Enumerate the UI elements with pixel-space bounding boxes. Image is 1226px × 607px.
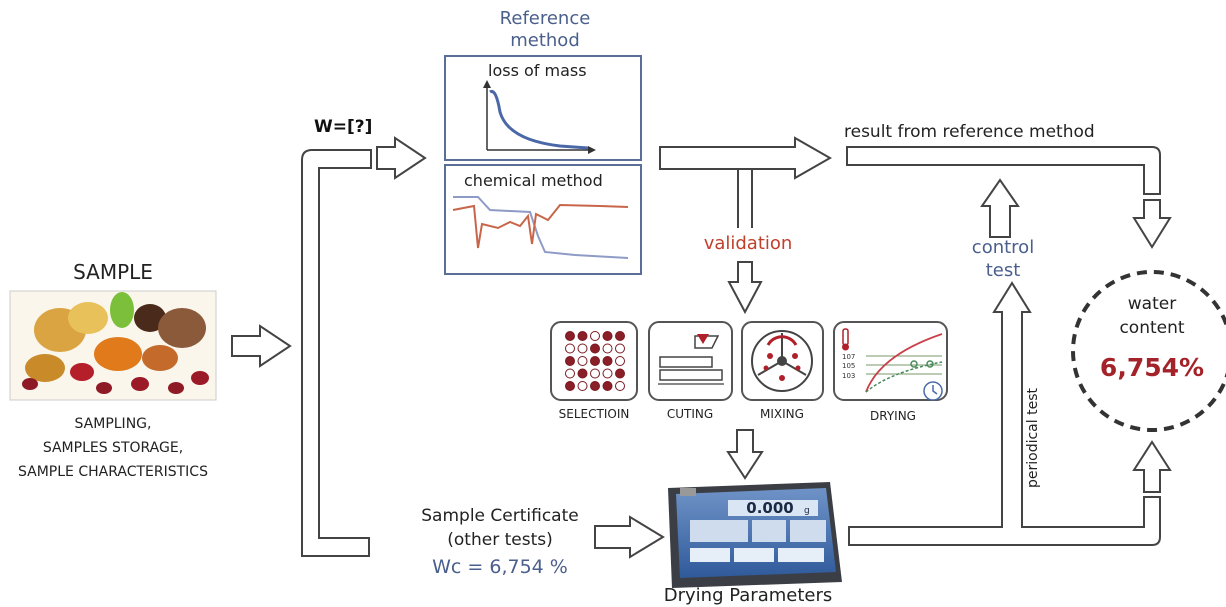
- water-content-circle: [1071, 270, 1226, 432]
- validation-label: validation: [704, 233, 793, 254]
- step-label-drying: DRYING: [870, 409, 916, 423]
- certificate-wc: Wc = 6,754 %: [432, 556, 568, 578]
- mixing-icon: [741, 321, 824, 401]
- selection-dot: [590, 356, 600, 366]
- selection-dot: [577, 368, 588, 379]
- reference-title-line1: Reference: [500, 8, 591, 29]
- selection-dot: [577, 331, 588, 341]
- arrow-validation-stem: [737, 169, 753, 228]
- selection-dot: [565, 356, 575, 366]
- certificate-line1: Sample Certificate: [421, 506, 578, 526]
- selection-dot: [590, 331, 600, 341]
- moisture-analyzer-image: [668, 482, 842, 588]
- selection-dot: [577, 356, 588, 366]
- selection-dot: [590, 343, 600, 354]
- selection-dot: [615, 381, 625, 391]
- drying-tick-107: 107: [842, 353, 855, 361]
- arrow-periodical-bracket: [848, 281, 1161, 546]
- drying-curve-icon: [833, 321, 948, 401]
- step-label-mixing: MIXING: [760, 407, 804, 421]
- arrow-sample-right: [231, 324, 292, 368]
- bracket-arrow-main: [301, 149, 372, 557]
- arrow-reference-right: [659, 136, 833, 180]
- w-unknown-label: W=[?]: [314, 117, 372, 137]
- arrow-bottom-up: [1132, 440, 1172, 493]
- selection-dot: [565, 368, 575, 379]
- device-display-value: 0.000: [746, 499, 793, 517]
- selection-grid-icon: [550, 321, 638, 401]
- certificate-line2: (other tests): [447, 530, 552, 550]
- arrow-control-up: [980, 178, 1020, 238]
- step-label-cutting: CUTING: [667, 407, 713, 421]
- selection-dot: [615, 368, 625, 379]
- selection-dot: [565, 331, 575, 341]
- selection-dot: [577, 343, 588, 354]
- arrow-result-down: [1132, 199, 1172, 249]
- control-test-line2: test: [986, 260, 1021, 281]
- arrow-validation-down: [727, 261, 763, 315]
- drying-parameters-label: Drying Parameters: [664, 585, 833, 606]
- chemical-method-label: chemical method: [464, 171, 603, 190]
- cutting-icon: [648, 321, 733, 401]
- selection-dot: [590, 368, 600, 379]
- periodical-test-label: periodical test: [1025, 388, 1041, 489]
- selection-dot: [602, 343, 613, 354]
- selection-dot: [615, 343, 625, 354]
- water-content-value: 6,754%: [1100, 353, 1204, 382]
- selection-dot: [602, 368, 613, 379]
- selection-dot: [615, 356, 625, 366]
- loss-of-mass-graph: [483, 80, 596, 154]
- selection-dot: [602, 381, 613, 391]
- sample-caption-line2: SAMPLES STORAGE,: [43, 440, 183, 456]
- water-content-line1: water: [1128, 294, 1176, 314]
- sample-caption-line1: SAMPLING,: [75, 416, 152, 432]
- dried-fruit-image: [9, 290, 217, 401]
- selection-dot: [565, 381, 575, 391]
- selection-dot: [590, 381, 600, 391]
- device-display-unit: g: [804, 506, 810, 516]
- drying-tick-105: 105: [842, 362, 855, 370]
- arrow-steps-down: [726, 429, 764, 480]
- selection-dot: [602, 356, 613, 366]
- reference-title-line2: method: [510, 30, 580, 51]
- sample-caption-line3: SAMPLE CHARACTERISTICS: [18, 464, 208, 480]
- chemical-method-graph: [452, 196, 629, 259]
- arrow-result-bracket: [846, 146, 1161, 195]
- control-test-line1: control: [972, 237, 1034, 258]
- selection-dot: [577, 381, 588, 391]
- water-content-line2: content: [1119, 318, 1184, 338]
- loss-of-mass-box: [444, 55, 642, 161]
- chemical-method-box: [444, 164, 642, 275]
- result-label: result from reference method: [844, 122, 1095, 142]
- selection-dot: [615, 331, 625, 341]
- step-label-selection: SELECTIOIN: [559, 407, 630, 421]
- drying-tick-103: 103: [842, 372, 855, 380]
- selection-dot: [565, 343, 575, 354]
- loss-of-mass-label: loss of mass: [488, 61, 587, 80]
- selection-dot: [602, 331, 613, 341]
- sample-title: SAMPLE: [73, 260, 153, 284]
- arrow-to-device: [594, 515, 665, 559]
- arrow-to-reference: [376, 136, 427, 180]
